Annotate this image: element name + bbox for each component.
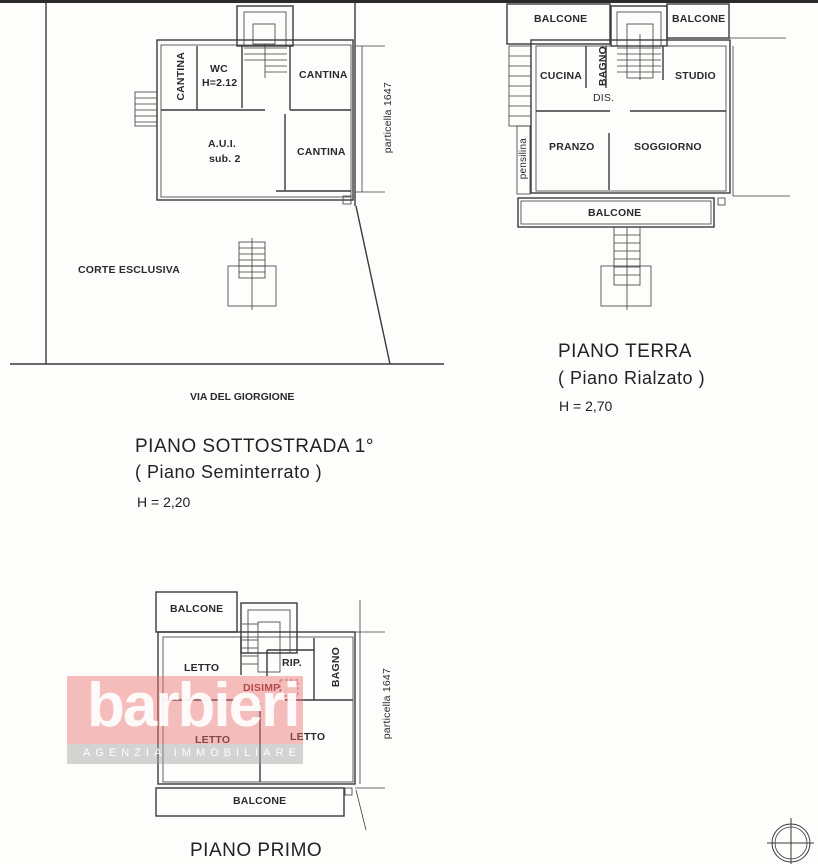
watermark-tagline: AGENZIA IMMOBILIARE: [83, 747, 301, 759]
room-label-studio: STUDIO: [675, 70, 716, 82]
room-label-bagno-p: BAGNO: [330, 647, 342, 688]
watermark-brand-band: barbieri: [67, 671, 303, 744]
room-label-wc: WC: [210, 63, 228, 75]
room-note-wc-height: H=2.12: [202, 77, 238, 89]
top-edge-bar: [0, 0, 818, 3]
room-label-balcone-p1: BALCONE: [170, 603, 224, 615]
room-label-pranzo: PRANZO: [549, 141, 595, 153]
room-label-letto-3: LETTO: [290, 731, 326, 743]
agency-watermark: barbieri AGENZIA IMMOBILIARE: [67, 671, 303, 766]
room-label-cantina-3: CANTINA: [297, 146, 346, 158]
room-label-balcone-t3: BALCONE: [588, 207, 642, 219]
room-label-balcone-p2: BALCONE: [233, 795, 287, 807]
room-label-balcone-t1: BALCONE: [534, 13, 588, 25]
floor-subtitle-sottostrada: ( Piano Seminterrato ): [135, 462, 323, 482]
room-label-cantina-2: CANTINA: [299, 69, 348, 81]
room-label-disimp: DISIMP.: [243, 682, 283, 694]
room-label-dis: DIS.: [593, 92, 615, 104]
floor-subtitle-terra: ( Piano Rialzato ): [558, 368, 706, 388]
room-note-aui-sub: sub. 2: [209, 153, 241, 165]
room-label-letto-2: LETTO: [195, 734, 231, 746]
outdoor-label-corte: CORTE ESCLUSIVA: [78, 264, 180, 276]
floor-title-primo: PIANO PRIMO: [190, 840, 323, 861]
floor-title-sottostrada: PIANO SOTTOSTRADA 1°: [135, 436, 374, 457]
street-label: VIA DEL GIORGIONE: [190, 391, 295, 403]
floor-height-sottostrada: H = 2,20: [137, 494, 191, 510]
room-label-rip: RIP.: [282, 657, 302, 669]
parcel-label-sottostrada: particella 1647: [382, 82, 394, 154]
room-label-cantina-1: CANTINA: [175, 52, 187, 101]
floor-height-terra: H = 2,70: [559, 398, 613, 414]
floor-title-terra: PIANO TERRA: [558, 341, 692, 362]
watermark-tagline-band: AGENZIA IMMOBILIARE: [67, 744, 303, 764]
room-label-aui: A.U.I.: [208, 138, 237, 150]
room-label-soggiorno: SOGGIORNO: [634, 141, 702, 153]
north-arrow-icon: [767, 818, 814, 864]
room-label-letto-1: LETTO: [184, 662, 220, 674]
room-label-bagno-t: BAGNO: [597, 46, 609, 87]
room-label-pensilina: pensilina: [518, 138, 529, 180]
watermark-brand-name: barbieri: [87, 671, 300, 740]
room-label-balcone-t2: BALCONE: [672, 13, 726, 25]
room-label-cucina: CUCINA: [540, 70, 583, 82]
parcel-label-primo: particella 1647: [381, 668, 393, 740]
